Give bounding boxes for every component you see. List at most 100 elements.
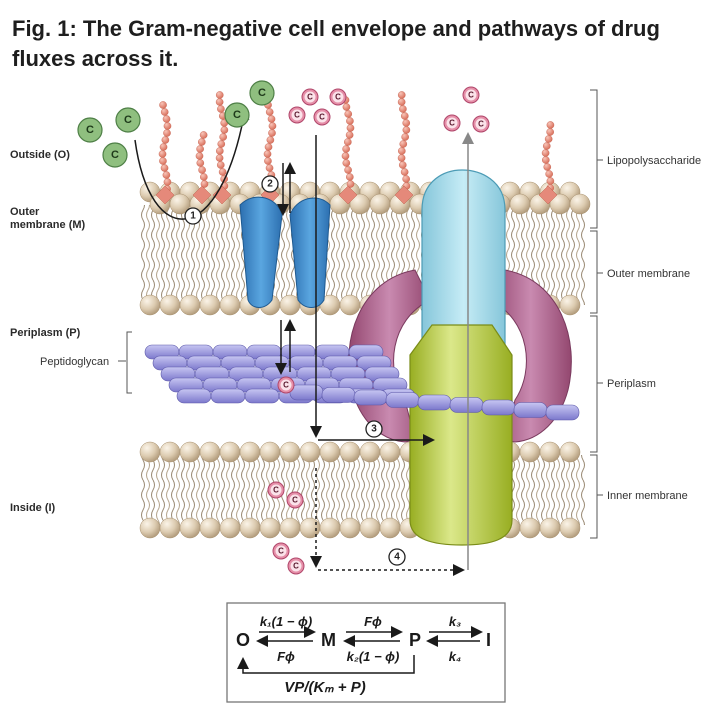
lps-sugar-bead <box>346 173 354 181</box>
lps-sugar-bead <box>264 157 272 165</box>
lps-sugar-bead <box>341 152 350 160</box>
svg-text:4: 4 <box>394 552 400 563</box>
lipid-head <box>279 294 301 316</box>
lipid-head <box>279 441 301 463</box>
lps-sugar-bead <box>199 131 208 139</box>
lps-sugar-bead <box>543 163 552 171</box>
lps-core <box>338 185 358 205</box>
hydrophilic-drug: C <box>286 491 304 509</box>
lps-sugar-bead <box>402 175 410 183</box>
lps-sugar-bead <box>546 121 555 129</box>
lps-sugar-bead <box>400 168 409 176</box>
state-P: P <box>409 630 421 650</box>
lps-sugar-bead <box>344 110 353 118</box>
lipid-head <box>539 517 561 539</box>
lps-sugar-bead <box>342 103 351 111</box>
hydrophilic-drug: C <box>267 481 285 499</box>
lps-sugar-bead <box>268 122 277 130</box>
lipid-head <box>379 517 401 539</box>
lps-sugar-bead <box>219 133 227 141</box>
hydrophilic-drug: C <box>313 108 331 126</box>
lipid-head <box>559 294 581 316</box>
lps-sugar-bead <box>398 161 407 169</box>
peptidoglycan-strand <box>481 399 516 416</box>
label-periplasm-right: Periplasm <box>607 378 656 390</box>
rate-M-to-O: Fϕ <box>277 649 295 664</box>
lps-sugar-bead <box>346 117 354 125</box>
svg-text:C: C <box>293 562 299 571</box>
lipid-head <box>179 517 201 539</box>
lipid-head <box>199 294 221 316</box>
lipid-head <box>139 294 161 316</box>
lps-sugar-bead <box>162 115 171 123</box>
lps-sugar-bead <box>158 150 167 158</box>
lps-sugar-bead <box>163 129 171 137</box>
svg-text:C: C <box>258 87 266 99</box>
lipid-head <box>159 517 181 539</box>
label-inside: Inside (I) <box>10 502 56 514</box>
hydrophilic-drug: C <box>443 114 461 132</box>
lipid-head <box>559 517 581 539</box>
lps-sugar-bead <box>263 150 272 158</box>
lps-sugar-bead <box>265 108 274 116</box>
lps-sugar-bead <box>397 98 406 106</box>
hydrophilic-drug: C <box>329 88 347 106</box>
inner-membrane-tails <box>140 455 585 525</box>
lps-sugar-bead <box>542 156 550 164</box>
label-inner-membrane: Inner membrane <box>607 490 688 502</box>
pathway-step-4: 4 <box>388 548 406 566</box>
hydrophilic-drug: C <box>287 557 305 575</box>
efflux-return-arrow <box>237 655 415 674</box>
lps-sugar-bead <box>546 177 555 185</box>
lipid-head <box>179 294 201 316</box>
lps-sugar-bead <box>195 152 204 160</box>
lps-sugar-bead <box>217 140 226 148</box>
lps-sugar-bead <box>344 166 352 174</box>
lps-sugar-bead <box>266 136 275 144</box>
svg-text:C: C <box>449 119 455 128</box>
lps-sugar-bead <box>215 154 224 162</box>
lipid-head <box>339 294 361 316</box>
lipid-head <box>199 441 221 463</box>
rate-O-to-M: k₁(1 − ϕ) <box>260 614 312 629</box>
lps-sugar-bead <box>545 170 553 178</box>
label-lipopolysaccharide: Lipopolysaccharide <box>607 155 701 167</box>
label-outside: Outside (O) <box>10 149 70 161</box>
lps-sugar-bead <box>399 140 408 148</box>
lps-sugar-bead <box>215 91 224 99</box>
peptidoglycan-layer <box>144 344 580 421</box>
lipid-head <box>339 517 361 539</box>
peptidoglycan-strand <box>449 397 484 413</box>
lipid-head <box>299 517 321 539</box>
lps-sugar-bead <box>345 131 354 139</box>
hydrophilic-drug: C <box>277 376 295 394</box>
svg-text:C: C <box>468 91 474 100</box>
lipid-head <box>359 517 381 539</box>
lps-sugar-bead <box>397 154 406 162</box>
lps-sugar-bead <box>160 164 169 172</box>
lps-sugar-bead <box>198 166 206 174</box>
lps-sugar-bead <box>268 129 276 137</box>
svg-text:C: C <box>278 547 284 556</box>
svg-text:C: C <box>283 381 289 390</box>
lps-sugar-bead <box>196 159 205 167</box>
svg-text:C: C <box>233 109 241 121</box>
svg-text:C: C <box>273 486 279 495</box>
pathway-step-3: 3 <box>365 420 383 438</box>
state-O: O <box>236 630 250 650</box>
hydrophilic-drug: C <box>272 542 290 560</box>
rate-P-to-I: k₃ <box>449 614 461 629</box>
rate-efflux: VP/(Kₘ + P) <box>284 679 365 696</box>
lipid-head <box>569 193 591 215</box>
svg-text:2: 2 <box>267 179 273 190</box>
label-outer-membrane-1: Outer <box>10 206 40 218</box>
lps-sugar-bead <box>541 149 550 157</box>
lps-sugar-bead <box>217 105 225 113</box>
svg-text:C: C <box>335 93 341 102</box>
hydrophobic-drug: C <box>115 107 141 133</box>
svg-text:C: C <box>86 124 94 136</box>
lps-sugar-bead <box>218 168 227 176</box>
lipid-head <box>299 441 321 463</box>
svg-text:C: C <box>478 120 484 129</box>
